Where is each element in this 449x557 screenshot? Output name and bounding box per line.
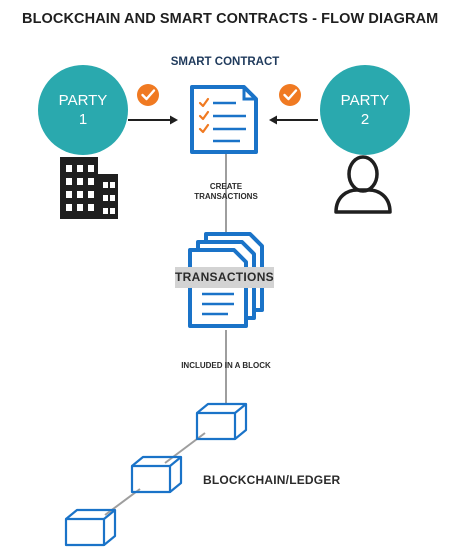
checkmark-badge-icon-right xyxy=(279,84,301,106)
arrow-party2-to-contract xyxy=(269,115,318,125)
included-in-block-label: INCLUDED IN A BLOCK xyxy=(181,361,271,370)
person-icon xyxy=(334,155,392,214)
party-1-number: 1 xyxy=(78,111,88,128)
create-transactions-line2: TRANSACTIONS xyxy=(194,192,258,201)
page-title: BLOCKCHAIN AND SMART CONTRACTS - FLOW DI… xyxy=(22,11,439,27)
smart-contract-label: SMART CONTRACT xyxy=(170,56,280,68)
transactions-banner: TRANSACTIONS xyxy=(175,267,274,288)
blockchain-ledger-label: BLOCKCHAIN/LEDGER xyxy=(203,473,341,487)
party-2-number: 2 xyxy=(360,111,370,128)
party-1-label: PARTY xyxy=(58,92,108,109)
block-cube-icon-3 xyxy=(64,508,117,547)
create-transactions-line1: CREATE xyxy=(209,182,243,191)
contract-document-icon xyxy=(190,85,258,154)
create-transactions-label: CREATE TRANSACTIONS xyxy=(176,182,276,202)
party-1-node: PARTY 1 xyxy=(38,65,128,155)
party-2-node: PARTY 2 xyxy=(320,65,410,155)
block-cube-icon-1 xyxy=(195,402,248,441)
block-cube-icon-2 xyxy=(130,455,183,494)
building-icon xyxy=(60,157,118,219)
party-2-label: PARTY xyxy=(340,92,390,109)
checkmark-badge-icon-left xyxy=(137,84,159,106)
chain-link-1 xyxy=(164,432,206,464)
arrow-party1-to-contract xyxy=(128,115,178,125)
